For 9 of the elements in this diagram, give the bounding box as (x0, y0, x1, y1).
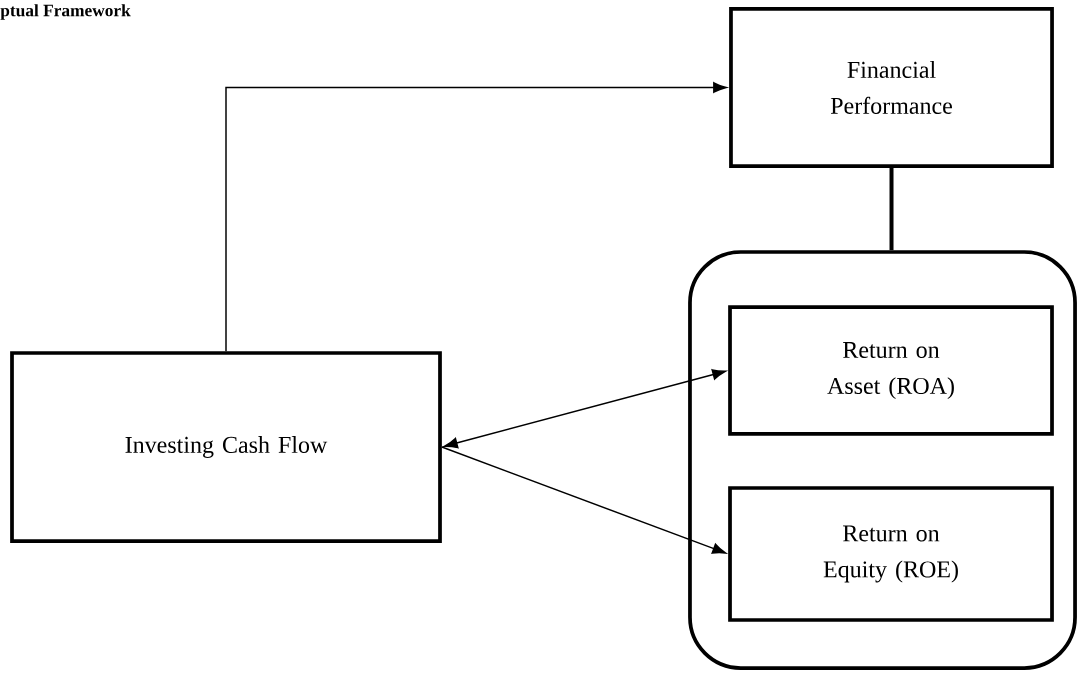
arrow (441, 446, 727, 554)
heading: ptual Framework (0, 4, 131, 20)
rounded-frame (688, 250, 1077, 670)
process-box: Return on Equity (ROE) (728, 486, 1054, 622)
arrow (444, 369, 726, 449)
process-box: Investing Cash Flow (10, 351, 442, 543)
process-box: Financial Performance (729, 7, 1054, 168)
process-box: Return on Asset (ROA) (728, 305, 1054, 436)
arrow (225, 82, 727, 352)
